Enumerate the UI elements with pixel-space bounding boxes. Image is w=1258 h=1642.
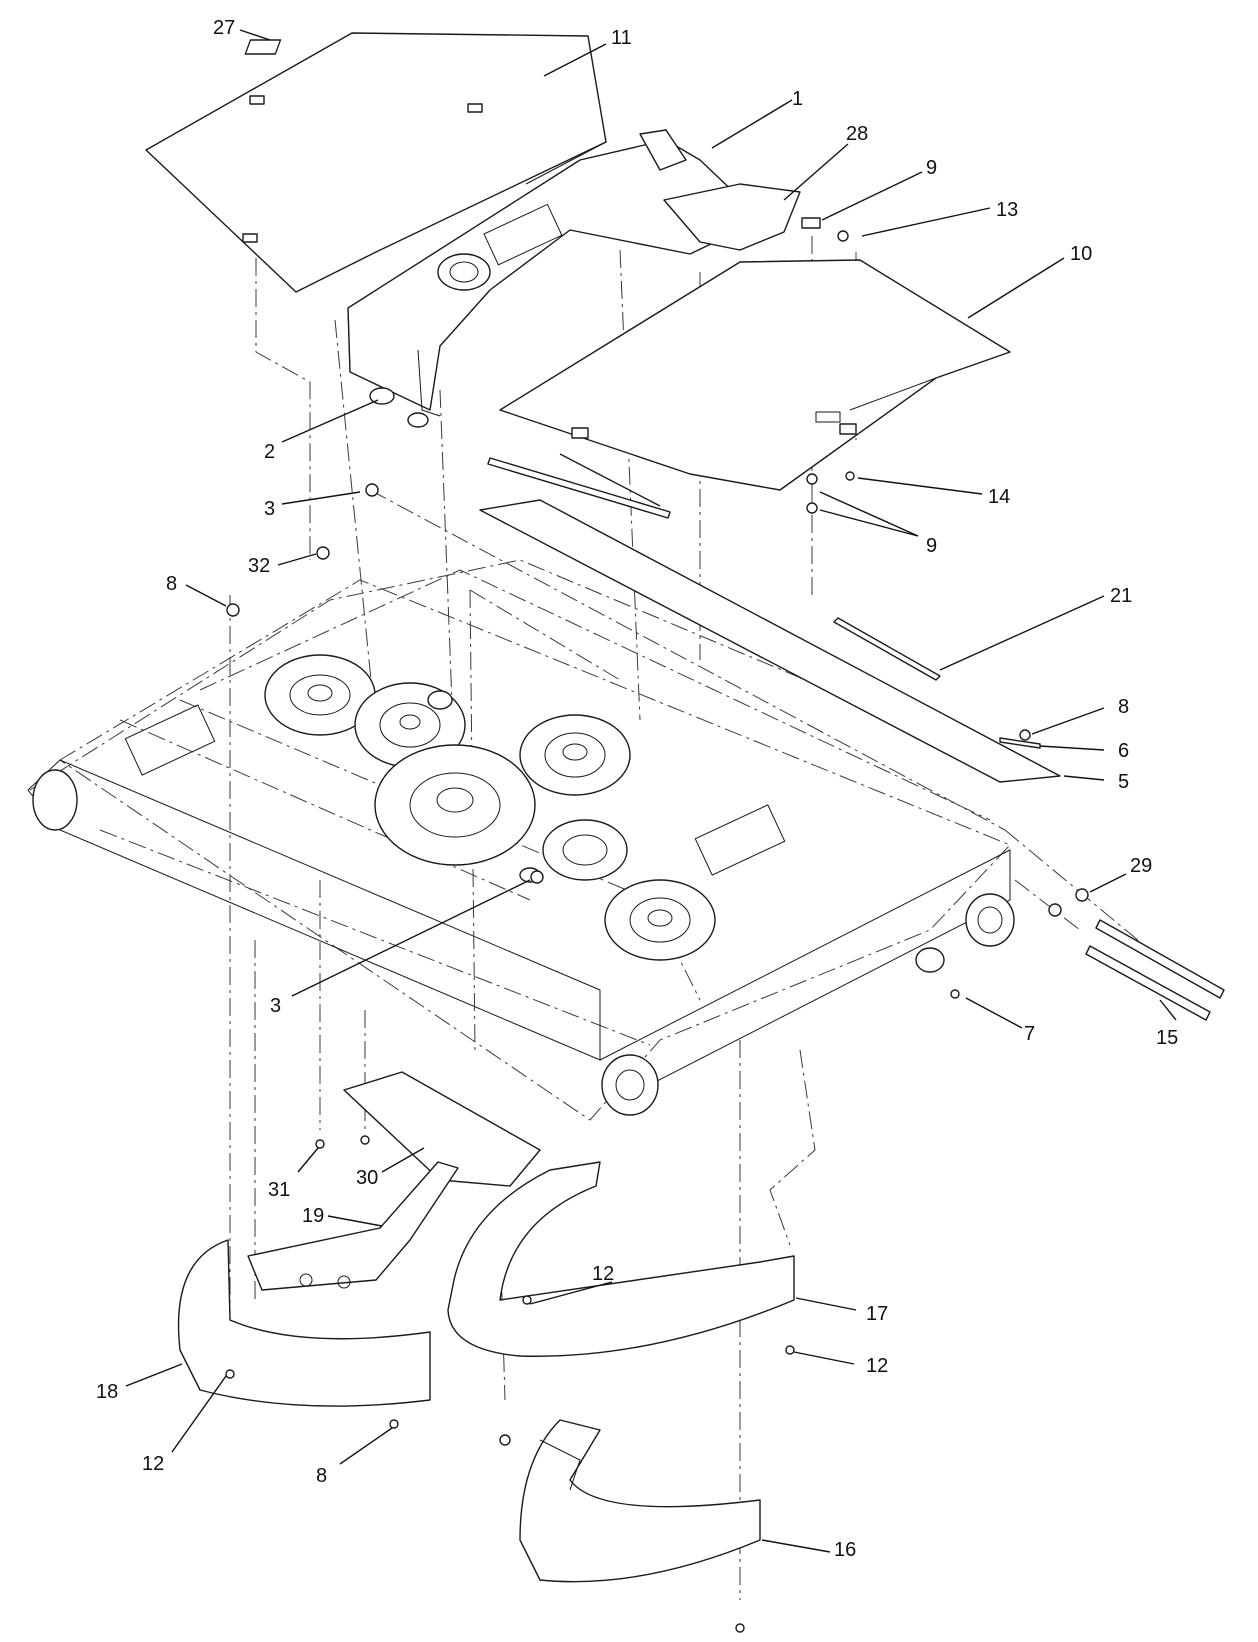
part-16-shroud (519, 1419, 761, 1583)
callout-1: 1 (792, 88, 803, 110)
callout-28: 28 (846, 123, 868, 145)
hardware (225, 230, 1089, 1633)
callout-8-bottom: 8 (316, 1465, 327, 1487)
callout-leaders (125, 29, 1177, 1553)
part-19-bracket (247, 1161, 459, 1291)
callout-19: 19 (302, 1205, 324, 1227)
callout-31: 31 (268, 1179, 290, 1201)
part-18-shroud (177, 1239, 431, 1407)
callout-3-top: 3 (264, 498, 275, 520)
callout-11: 11 (611, 27, 632, 49)
pulleys (264, 654, 716, 961)
callout-30: 30 (356, 1167, 378, 1189)
callout-8-right: 8 (1118, 696, 1129, 718)
callout-21: 21 (1110, 585, 1132, 607)
callout-16: 16 (834, 1539, 856, 1561)
callout-27: 27 (213, 17, 235, 39)
part-11-left-cover (145, 32, 607, 293)
callout-2: 2 (264, 441, 275, 463)
deck-rails (27, 759, 1015, 1116)
callout-14: 14 (988, 486, 1010, 508)
part-15-bolts (1085, 919, 1225, 1021)
callout-9-mid: 9 (926, 535, 937, 557)
part-1-main-frame (347, 129, 801, 428)
part-30-bracket (343, 1071, 541, 1187)
part-10-right-cover (499, 217, 1011, 491)
strip-parts (479, 453, 1061, 783)
callout-12-mid: 12 (592, 1263, 614, 1285)
callout-13: 13 (996, 199, 1018, 221)
callout-12-right: 12 (866, 1355, 888, 1377)
callout-labels: 27 11 1 28 9 13 10 2 3 14 9 32 8 21 8 6 … (96, 17, 1178, 1561)
callout-29: 29 (1130, 855, 1152, 877)
callout-32: 32 (248, 555, 270, 577)
callout-7: 7 (1024, 1023, 1035, 1045)
callout-17: 17 (866, 1303, 888, 1325)
callout-12-left: 12 (142, 1453, 164, 1475)
callout-6: 6 (1118, 740, 1129, 762)
callout-18: 18 (96, 1381, 118, 1403)
callout-15: 15 (1156, 1027, 1178, 1049)
callout-8-left: 8 (166, 573, 177, 595)
callout-9-top: 9 (926, 157, 937, 179)
callout-3-bottom: 3 (270, 995, 281, 1017)
callout-5: 5 (1118, 771, 1129, 793)
callout-10: 10 (1070, 243, 1092, 265)
part-17-shroud (447, 1161, 795, 1357)
